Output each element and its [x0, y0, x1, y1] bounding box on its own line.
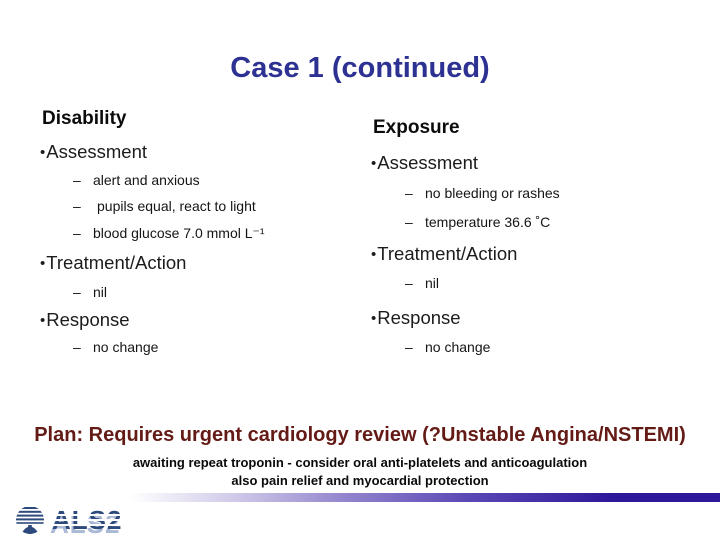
exposure-heading: Exposure: [373, 117, 460, 138]
exposure-response-label: •Response: [371, 307, 461, 328]
bullet-icon: •: [371, 310, 377, 327]
list-item: –nil: [405, 275, 440, 291]
dash-icon: –: [73, 172, 81, 188]
exposure-treatment-label: •Treatment/Action: [371, 243, 518, 264]
logo-stripe: [52, 514, 123, 516]
dash-icon: –: [73, 198, 81, 214]
list-item: –no change: [405, 339, 491, 355]
logo-stripe: [52, 524, 123, 526]
dash-icon: –: [73, 284, 81, 300]
dash-icon: –: [405, 275, 413, 291]
list-item: –temperature 36.6 ˚C: [405, 214, 551, 230]
disability-response-label: •Response: [40, 309, 130, 330]
logo-stripe: [52, 519, 123, 521]
bullet-icon: •: [371, 155, 377, 172]
plan-detail-1: awaiting repeat troponin - consider oral…: [132, 455, 588, 470]
list-item: –nil: [73, 284, 108, 300]
bullet-icon: •: [40, 312, 46, 329]
bullet-icon: •: [40, 144, 46, 161]
dash-icon: –: [405, 185, 413, 201]
exposure-assessment-label: •Assessment: [371, 152, 479, 173]
disability-treatment-label: •Treatment/Action: [40, 252, 187, 273]
dash-icon: –: [73, 225, 81, 241]
plan-detail-2: also pain relief and myocardial protecti…: [231, 473, 489, 488]
slide-title: Case 1 (continued): [230, 52, 490, 84]
footer-gradient-bar: [0, 493, 720, 502]
als2-logo: ALS2 ALS2: [14, 503, 123, 539]
dash-icon: –: [405, 214, 413, 230]
list-item: –no bleeding or rashes: [405, 185, 560, 201]
list-item: –alert and anxious: [73, 172, 200, 188]
plan-statement: Plan: Requires urgent cardiology review …: [34, 424, 686, 446]
list-item: –no change: [73, 339, 159, 355]
dash-icon: –: [73, 339, 81, 355]
globe-icon: [14, 504, 48, 536]
bullet-icon: •: [40, 255, 46, 272]
list-item: –blood glucose 7.0 mmol L⁻¹: [73, 225, 265, 241]
logo-wordmark: ALS2 ALS2: [50, 505, 123, 539]
disability-assessment-label: •Assessment: [40, 141, 148, 162]
bullet-icon: •: [371, 246, 377, 263]
list-item: –pupils equal, react to light: [73, 198, 256, 214]
disability-heading: Disability: [42, 108, 127, 129]
dash-icon: –: [405, 339, 413, 355]
